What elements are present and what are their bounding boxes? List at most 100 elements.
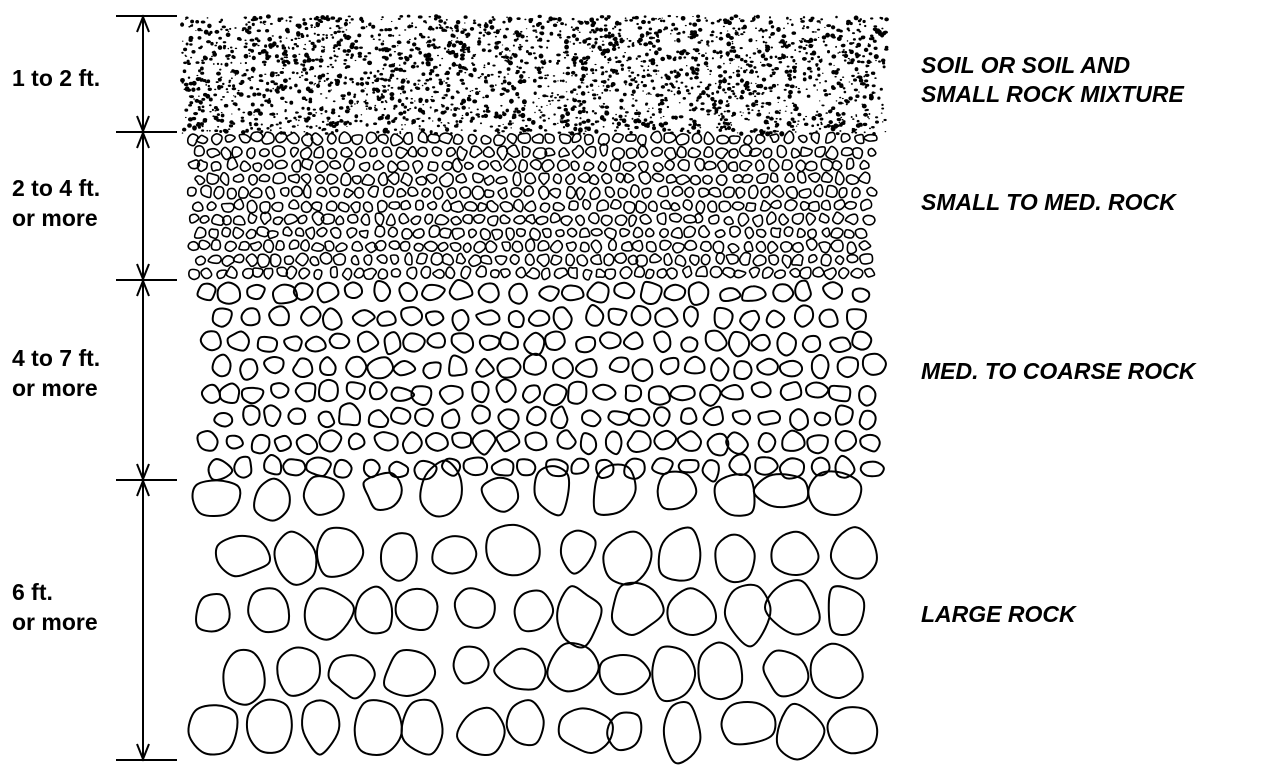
soil-speck xyxy=(729,49,733,52)
soil-speck xyxy=(716,51,719,54)
small-pebble xyxy=(684,215,696,223)
soil-speck xyxy=(812,116,817,121)
medium-rock xyxy=(544,385,566,406)
soil-speck xyxy=(652,113,655,116)
soil-speck xyxy=(613,37,617,42)
soil-speck xyxy=(747,108,750,111)
soil-speck xyxy=(226,88,228,90)
small-pebble xyxy=(296,253,308,265)
soil-speck xyxy=(259,79,263,82)
soil-speck xyxy=(728,96,732,99)
soil-speck xyxy=(222,83,225,85)
small-pebble xyxy=(327,174,338,184)
soil-speck xyxy=(600,115,605,120)
small-pebble xyxy=(494,135,505,145)
soil-speck xyxy=(865,74,870,77)
medium-rock xyxy=(497,358,520,377)
soil-speck xyxy=(843,120,846,122)
soil-speck xyxy=(530,46,534,49)
soil-speck xyxy=(500,105,502,107)
medium-rock xyxy=(524,333,544,355)
medium-rock xyxy=(320,430,342,451)
small-pebble xyxy=(301,148,312,160)
soil-speck xyxy=(381,42,385,45)
soil-speck xyxy=(266,82,269,85)
soil-speck xyxy=(856,43,861,48)
small-pebble xyxy=(514,199,523,211)
small-pebble xyxy=(325,241,334,251)
small-pebble xyxy=(418,147,427,156)
soil-speck xyxy=(231,55,234,58)
soil-speck xyxy=(756,113,760,117)
medium-rock xyxy=(525,433,546,451)
soil-speck xyxy=(257,128,261,131)
soil-speck xyxy=(397,45,399,46)
soil-speck xyxy=(696,15,700,18)
soil-speck xyxy=(604,17,608,20)
soil-speck xyxy=(883,65,886,68)
soil-speck xyxy=(848,58,850,59)
soil-speck xyxy=(343,82,346,85)
soil-speck xyxy=(618,33,621,35)
medium-rock xyxy=(234,457,251,478)
soil-speck xyxy=(557,94,559,96)
soil-speck xyxy=(661,18,662,19)
soil-speck xyxy=(311,48,314,51)
soil-speck xyxy=(193,98,195,100)
soil-speck xyxy=(464,15,468,19)
small-pebble xyxy=(281,188,289,196)
soil-speck xyxy=(783,100,786,102)
soil-speck xyxy=(667,76,671,80)
soil-speck xyxy=(502,124,503,125)
small-pebble xyxy=(266,187,275,199)
small-pebble xyxy=(344,189,353,198)
small-pebble xyxy=(507,134,516,144)
soil-speck xyxy=(343,94,346,97)
soil-speck xyxy=(251,102,255,106)
soil-speck xyxy=(378,48,381,51)
soil-speck xyxy=(282,44,285,47)
soil-speck xyxy=(252,16,257,21)
soil-speck xyxy=(509,56,512,59)
small-pebble xyxy=(491,270,499,278)
soil-speck xyxy=(725,104,729,107)
small-pebble xyxy=(397,161,408,170)
soil-speck xyxy=(741,27,744,29)
small-pebble xyxy=(673,243,684,253)
soil-speck xyxy=(841,44,846,48)
small-pebble xyxy=(649,201,658,211)
soil-speck xyxy=(566,99,568,101)
medium-rock xyxy=(655,308,677,327)
soil-speck xyxy=(333,44,338,47)
soil-speck xyxy=(572,18,575,20)
medium-rock xyxy=(740,311,759,331)
soil-speck xyxy=(731,90,735,92)
soil-speck xyxy=(604,111,609,116)
soil-speck xyxy=(397,52,401,56)
small-pebble xyxy=(580,228,590,237)
soil-speck xyxy=(416,87,421,90)
soil-speck xyxy=(671,90,673,92)
small-pebble xyxy=(730,226,740,236)
soil-speck xyxy=(195,20,199,24)
soil-speck xyxy=(406,78,408,79)
small-pebble xyxy=(826,132,835,143)
soil-speck xyxy=(750,130,754,133)
small-pebble xyxy=(517,229,526,237)
soil-speck xyxy=(231,100,234,102)
soil-speck xyxy=(573,88,577,91)
soil-speck xyxy=(398,57,403,60)
soil-speck xyxy=(868,43,869,44)
small-pebble xyxy=(443,254,454,265)
soil-speck xyxy=(308,89,313,93)
soil-speck xyxy=(268,55,271,57)
small-pebble xyxy=(317,187,327,196)
soil-speck xyxy=(422,85,424,87)
small-pebble xyxy=(683,266,692,277)
soil-speck xyxy=(697,86,700,88)
soil-speck xyxy=(691,34,696,39)
soil-speck xyxy=(532,101,534,103)
soil-speck xyxy=(571,26,573,28)
small-pebble xyxy=(560,134,571,143)
soil-speck xyxy=(486,110,491,113)
